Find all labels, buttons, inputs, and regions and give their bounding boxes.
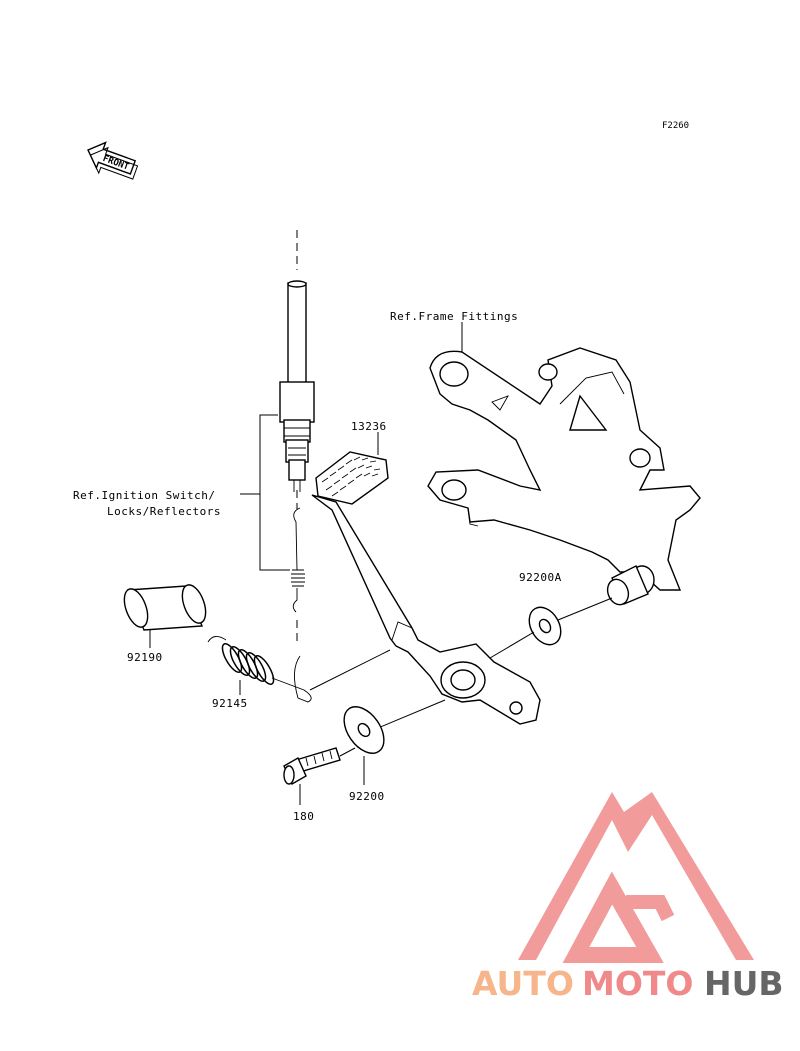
bushing — [123, 584, 207, 631]
pivot-collar — [606, 565, 655, 606]
pedal-tread — [315, 451, 389, 505]
label-92145: 92145 — [212, 697, 248, 710]
return-spring — [207, 636, 312, 703]
label-13236: 13236 — [351, 420, 387, 433]
brake-pedal — [311, 494, 541, 725]
bolt — [283, 747, 341, 785]
label-ignition-ref-1: Ref.Ignition Switch/ — [73, 489, 215, 502]
label-ignition-ref-2: Locks/Reflectors — [107, 505, 221, 518]
label-92190: 92190 — [127, 651, 163, 664]
diagram-code: F2260 — [662, 121, 689, 131]
front-arrow-icon: FRONT — [87, 141, 139, 180]
washer-lower — [343, 706, 385, 754]
automotohub-logo — [518, 792, 754, 963]
brand-hub: HUB — [704, 964, 784, 1003]
washer-upper — [528, 606, 562, 646]
frame-fitting — [427, 347, 701, 591]
brake-light-switch — [279, 280, 315, 492]
label-frame-ref: Ref.Frame Fittings — [390, 310, 518, 323]
brand-auto: AUTO — [472, 964, 574, 1003]
label-92200: 92200 — [349, 790, 385, 803]
label-180: 180 — [293, 810, 314, 823]
brand-moto: MOTO — [582, 964, 693, 1003]
switch-spring — [291, 507, 305, 613]
label-92200a: 92200A — [519, 571, 562, 584]
